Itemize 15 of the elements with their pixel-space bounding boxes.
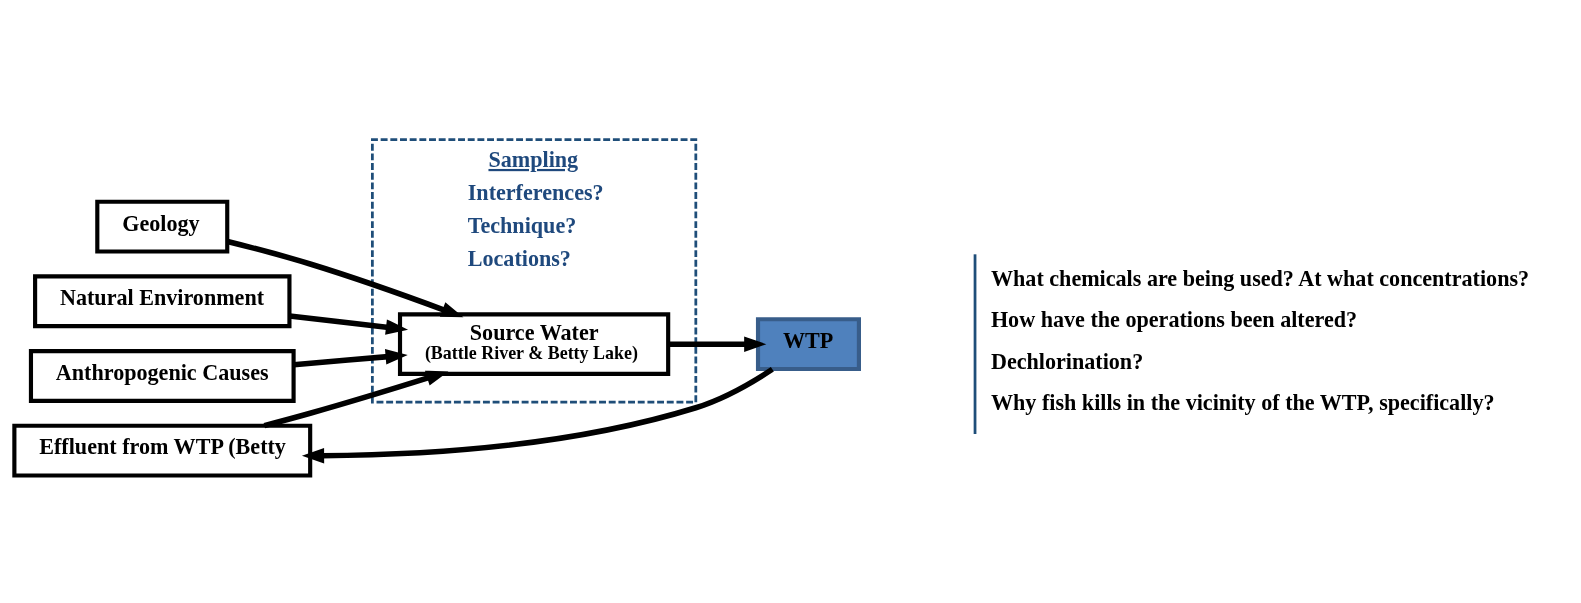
arrow	[289, 312, 409, 335]
node-box: Source Water (Battle River & Betty Lake)	[397, 311, 671, 376]
label: What chemicals are being used? At what concentrations?	[990, 265, 1530, 291]
arrow	[293, 348, 408, 367]
label: Why fish kills in the vicinity of the WTP, specifically?	[990, 389, 1495, 415]
arrow	[668, 335, 767, 352]
node-box: Effluent from WTP (Betty	[12, 423, 313, 478]
node-box: Anthropogenic Causes	[28, 348, 296, 403]
node-box: Geology	[95, 199, 230, 254]
label: How have the operations been altered?	[990, 306, 1358, 332]
node-box: Natural Environment	[33, 273, 292, 328]
label: Dechlorination?	[990, 348, 1144, 374]
arrow	[226, 238, 464, 317]
node-box: WTP	[755, 316, 861, 371]
arrow	[301, 366, 774, 463]
